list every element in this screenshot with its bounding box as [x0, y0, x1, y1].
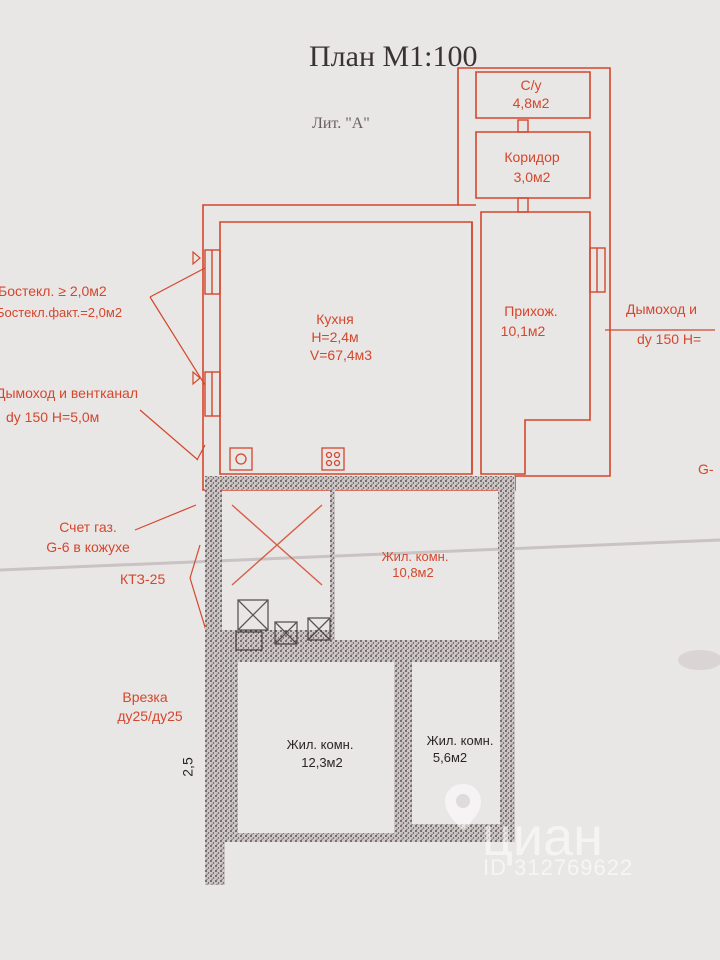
wc-area: 4,8м2	[512, 95, 550, 111]
watermark-listing-id: ID 312769622	[483, 855, 634, 880]
chimney-left-dims: dy 150 Н=5,0м	[6, 409, 100, 425]
location-pin-icon	[445, 784, 481, 830]
glazing-required: Бостекл. ≥ 2,0м2	[0, 283, 107, 299]
dotted-lower-block	[200, 476, 515, 885]
kitchen-name: Кухня	[316, 311, 354, 327]
right-edge-g: G-	[698, 461, 714, 477]
living3-area: 5,6м2	[432, 750, 468, 765]
plan-title: План М1:100	[309, 40, 478, 73]
watermark-brand: циан	[482, 807, 603, 867]
gas-meter-type: G-6 в кожухе	[46, 539, 130, 555]
kitchen-volume: V=67,4м3	[309, 347, 373, 363]
living1-name: Жил. комн.	[381, 549, 449, 564]
glazing-actual: Бостекл.факт.=2,0м2	[0, 305, 123, 320]
hall-name: Прихож.	[504, 303, 558, 319]
living2-name: Жил. комн.	[286, 737, 354, 752]
kitchen-height: Н=2,4м	[311, 329, 359, 345]
chimney-right-dims: dy 150 Н=	[637, 331, 702, 347]
gas-meter-label: Счет газ.	[59, 519, 117, 535]
paper-fold	[0, 538, 720, 572]
wc-name: С/у	[520, 77, 542, 93]
chimney-right-title: Дымоход и	[626, 301, 697, 317]
corridor-name: Коридор	[504, 149, 560, 165]
side-number: 2,5	[179, 757, 196, 777]
living2-area: 12,3м2	[301, 755, 343, 770]
hall-area: 10,1м2	[500, 323, 546, 339]
chimney-left-title: Дымоход и вентканал	[0, 385, 139, 401]
living3-name: Жил. комн.	[426, 733, 494, 748]
red-walls	[202, 67, 611, 491]
right-edge-marks	[678, 650, 720, 670]
window-marks	[204, 119, 606, 417]
insertion-dims: ду25/ду25	[117, 708, 183, 724]
living1-area: 10,8м2	[392, 565, 434, 580]
plan-subtitle: Лит. "А"	[312, 115, 370, 132]
corridor-area: 3,0м2	[513, 169, 551, 185]
insertion-label: Врезка	[122, 689, 168, 705]
kt3-label: КТЗ-25	[120, 571, 166, 587]
kitchen-appliances	[229, 447, 345, 471]
